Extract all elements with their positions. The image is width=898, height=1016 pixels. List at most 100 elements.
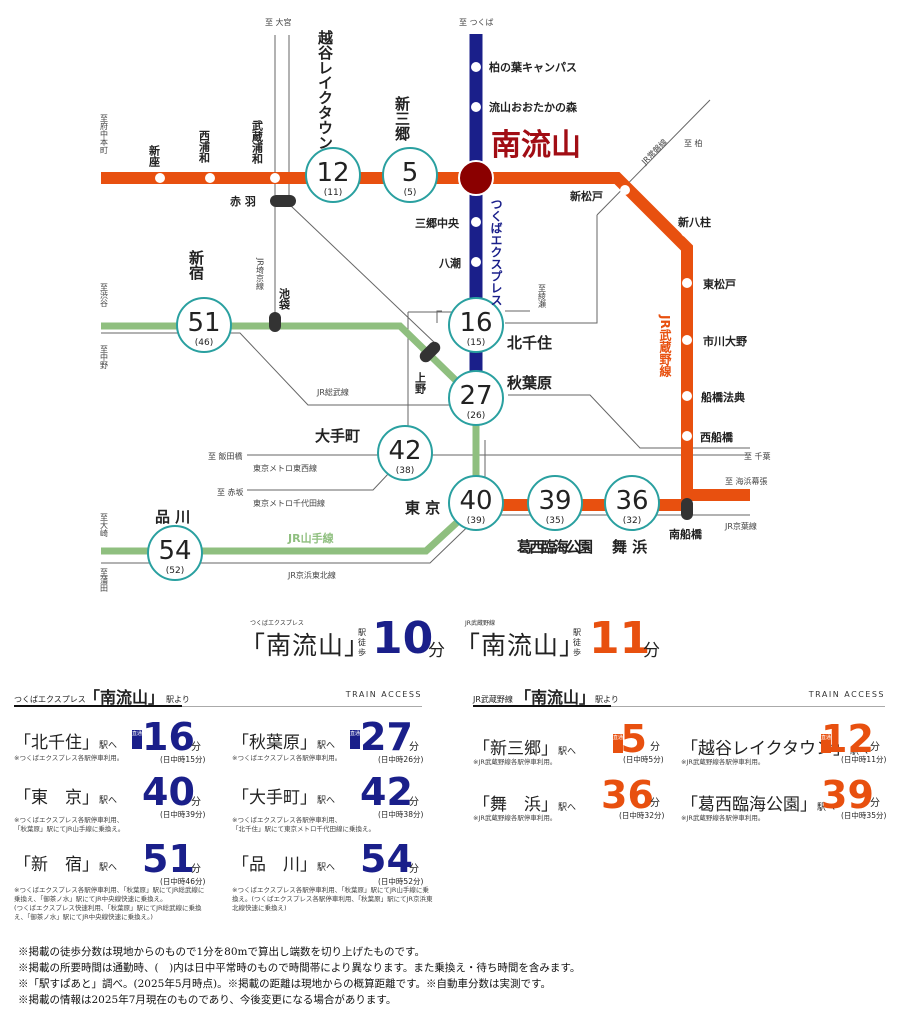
svg-text:至蒲田: 至蒲田 [100,568,109,593]
svg-text:16: 16 [459,308,492,338]
entry-daytime: (日中時38分) [378,810,424,819]
entry-minutes: 54 [360,837,413,881]
svg-text:武蔵浦和: 武蔵浦和 [251,119,264,165]
footnote: ※掲載の徒歩分数は現地からのもので1分を80mで算出し端数を切り上げたものです。 [18,946,425,958]
svg-text:池袋: 池袋 [278,287,292,311]
headline-line-name: JR武蔵野線 [465,620,495,627]
tx-line-label: つくばエクスプレス [489,198,503,306]
svg-text:品 川: 品 川 [155,508,190,526]
svg-text:東京メトロ千代田線: 東京メトロ千代田線 [253,498,325,508]
svg-text:東松戸: 東松戸 [703,277,736,291]
entry-note: ※JR武蔵野線各駅停車利用。 [473,814,557,822]
svg-text:JR京浜東北線: JR京浜東北線 [287,570,336,580]
entry-note: ※つくばエクスプレス各駅停車利用。 [232,754,342,762]
svg-text:至中野: 至中野 [100,345,109,369]
entry-minutes: 42 [360,770,413,814]
entry-daytime: (日中時39分) [160,810,206,819]
svg-text:新松戸: 新松戸 [570,189,603,203]
svg-text:(38): (38) [396,466,414,476]
entry-destination: 「葛西臨海公園」駅へ [681,795,836,815]
svg-text:JR埼京線: JR埼京線 [256,257,265,290]
entry-daytime: (日中時11分) [841,755,887,764]
access-entry: 「舞 浜」駅へ ※JR武蔵野線各駅停車利用。 36 分 (日中時32分) [473,776,673,830]
svg-text:大手町: 大手町 [315,427,360,445]
entry-destination: 「新 宿」駅へ [14,855,118,875]
headline-unit: 分 [643,641,660,661]
svg-text:流山おおたかの森: 流山おおたかの森 [489,100,578,114]
panel-line-name: つくばエクスプレス [14,695,86,704]
walk-time-headline: つくばエクスプレス 「南流山」 駅徒歩 10 分 JR武蔵野線 「南流山」 駅徒… [240,613,680,664]
svg-text:(11): (11) [324,188,342,198]
svg-text:至綾瀬: 至綾瀬 [538,284,547,309]
headline-minutes: 11 [589,613,651,664]
entry-daytime: (日中時35分) [841,811,887,820]
entry-minutes: 40 [142,770,195,814]
svg-text:至渋谷: 至渋谷 [100,283,109,308]
entry-destination: 「北千住」駅へ [14,733,118,753]
svg-text:秋葉原: 秋葉原 [507,374,552,392]
svg-text:南船橋: 南船橋 [669,527,703,541]
entry-unit: 分 [191,742,201,753]
entry-note: ※つくばエクスプレス各駅停車利用、「秋葉原」駅にてJR総武線に 乗換え、「御茶ノ… [14,886,205,921]
entry-destination: 「東 京」駅へ [14,788,118,808]
svg-text:39: 39 [538,486,571,516]
entry-note: ※JR武蔵野線各駅停車利用。 [473,758,557,766]
svg-text:51: 51 [187,308,220,338]
entry-destination: 「新三郷」駅へ [473,739,577,759]
svg-text:至大崎: 至大崎 [100,513,109,537]
entry-note: ※つくばエクスプレス各駅停車利用、 「北千住」駅にて東京メトロ千代田線に乗換え。 [232,816,375,833]
svg-text:東 京: 東 京 [405,499,440,517]
transfer-pills [269,195,693,520]
svg-text:新三郷: 新三郷 [393,95,411,142]
musashino-line-label: JR武蔵野線 [658,314,672,377]
train-access-label: TRAIN ACCESS [808,690,885,699]
headline-station: 「南流山」 [240,631,371,660]
access-entry: 「葛西臨海公園」駅へ ※JR武蔵野線各駅停車利用。 39 分 (日中時35分) [681,776,891,830]
svg-text:(52): (52) [166,566,184,576]
entry-unit: 分 [650,742,660,753]
access-entry: 「品 川」駅へ ※つくばエクスプレス各駅停車利用、「秋葉原」駅にてJR山手線に乗… [232,840,442,920]
svg-text:新宿: 新宿 [187,249,205,281]
svg-text:(32): (32) [623,516,641,526]
entry-destination: 「越谷レイクタウン」駅へ [681,739,868,759]
header-underline [473,705,611,707]
access-entry: 「東 京」駅へ ※つくばエクスプレス各駅停車利用、 「秋葉原」駅にてJR山手線に… [14,773,214,833]
headline-musashino: JR武蔵野線 「南流山」 駅徒歩 11 分 [455,613,665,664]
footnote: ※掲載の情報は2025年7月現在のものであり、今後変更になる場合があります。 [18,994,397,1006]
svg-text:(35): (35) [546,516,564,526]
entry-destination: 「品 川」駅へ [232,855,336,875]
svg-text:(39): (39) [467,516,485,526]
panel-station: 「南流山」 [515,688,596,707]
panel-yori: 駅より [166,695,190,704]
direct-badge: 直通 [613,734,623,753]
svg-text:西浦和: 西浦和 [198,130,211,164]
header-underline [14,705,182,707]
time-numbers: 12 (11) 5 (5) 51 (46) 16 (15) 27 (26) 42… [158,158,648,576]
entry-minutes: 39 [821,773,874,817]
svg-text:至 大宮: 至 大宮 [265,17,292,27]
time-station-names: 越谷レイクタウン 新三郷 新宿 北千住 秋葉原 大手町 東 京 葛西臨海公園 舞… [155,29,647,556]
home-station-dot [458,160,494,196]
access-entry: 「越谷レイクタウン」駅へ ※JR武蔵野線各駅停車利用。 直通 12 分 (日中時… [681,720,891,774]
entry-minutes: 5 [620,717,647,761]
panel-line-name: JR武蔵野線 [473,695,513,704]
panel-header: JR武蔵野線 「南流山」 駅より TRAIN ACCESS [473,688,885,707]
entry-minutes: 36 [601,773,654,817]
entry-daytime: (日中時26分) [378,755,424,764]
svg-text:新八柱: 新八柱 [678,215,711,229]
headline-eki-toho: 駅徒歩 [573,628,581,657]
svg-text:(5): (5) [404,188,417,198]
entry-unit: 分 [870,798,880,809]
entry-daytime: (日中時32分) [619,811,665,820]
entry-unit: 分 [870,742,880,753]
small-station-labels: 柏の葉キャンパス 流山おおたかの森 三郷中央 八潮 新座 西浦和 武蔵浦和 赤 … [148,60,748,541]
direct-badge: 直通 [132,730,142,749]
entry-daytime: (日中時15分) [160,755,206,764]
direction-labels: 至 つくば 至 大宮 至府中本町 至 柏 至渋谷 至中野 至綾瀬 至 飯田橋 至… [100,17,771,593]
time-station-circles [147,147,660,581]
svg-text:至 海浜幕張: 至 海浜幕張 [725,476,768,486]
svg-text:東京メトロ東西線: 東京メトロ東西線 [253,463,317,473]
svg-text:至 つくば: 至 つくば [459,18,494,27]
entry-minutes: 16 [142,715,195,759]
entry-destination: 「大手町」駅へ [232,788,336,808]
